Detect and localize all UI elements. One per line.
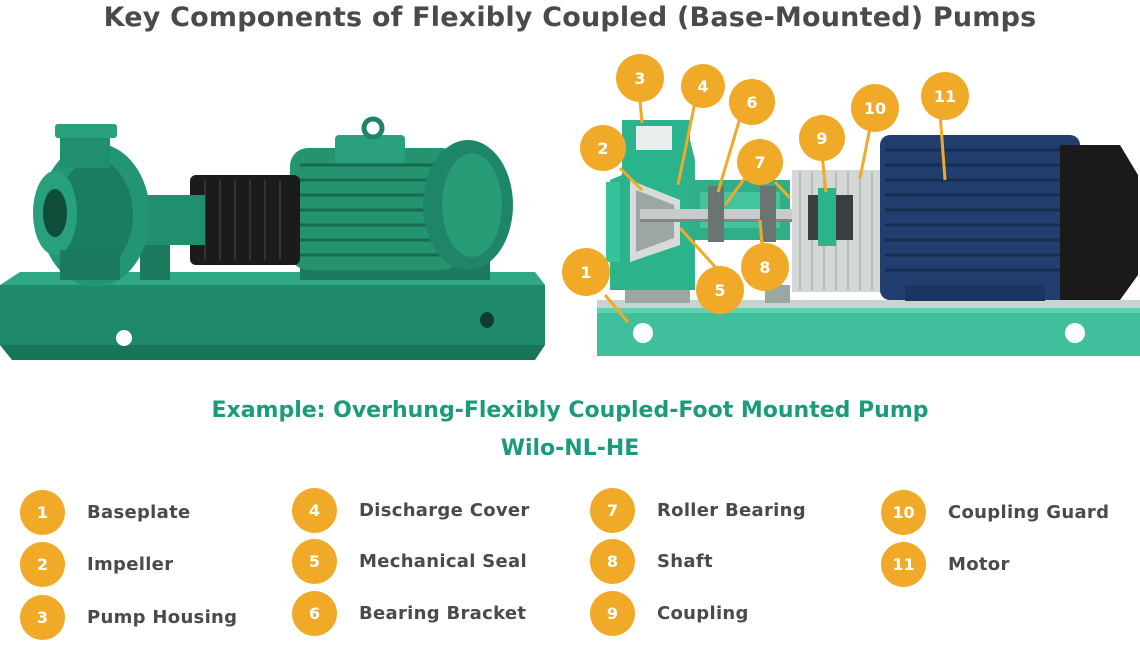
pump-cutaway-illustration — [597, 99, 1140, 356]
pump-illustrations: 3 4 6 2 7 9 10 11 1 5 8 — [0, 54, 1140, 360]
callout-9: 9 — [799, 115, 845, 161]
callout-label: 6 — [746, 93, 757, 112]
legend-number-badge: 3 — [20, 595, 65, 640]
legend-number-badge: 9 — [590, 591, 635, 636]
legend-number-badge: 11 — [881, 542, 926, 587]
callout-label: 8 — [759, 258, 770, 277]
legend-number-badge: 10 — [881, 490, 926, 535]
legend-number-badge: 1 — [20, 490, 65, 535]
callout-10: 10 — [851, 84, 899, 132]
legend-label: Mechanical Seal — [359, 551, 527, 572]
legend-item-coupling-guard: 10 Coupling Guard — [881, 490, 1109, 535]
legend-label: Discharge Cover — [359, 500, 530, 521]
pump-3d-illustration — [0, 116, 545, 360]
callout-7: 7 — [737, 139, 783, 185]
callout-4: 4 — [681, 64, 725, 108]
callout-2: 2 — [580, 125, 626, 171]
legend-number-badge: 8 — [590, 539, 635, 584]
callout-label: 3 — [634, 69, 645, 88]
callout-label: 11 — [934, 87, 956, 106]
callout-8: 8 — [741, 243, 789, 291]
legend-item-discharge-cover: 4 Discharge Cover — [292, 488, 530, 533]
legend-label: Roller Bearing — [657, 500, 806, 521]
legend-number-badge: 5 — [292, 539, 337, 584]
model-name: Wilo-NL-HE — [500, 436, 640, 461]
callout-6: 6 — [729, 79, 775, 125]
legend-label: Pump Housing — [87, 607, 238, 628]
legend-item-roller-bearing: 7 Roller Bearing — [590, 488, 806, 533]
callout-label: 5 — [714, 281, 725, 300]
legend-item-mechanical-seal: 5 Mechanical Seal — [292, 539, 527, 584]
callout-1: 1 — [562, 248, 610, 296]
legend-item-bearing-bracket: 6 Bearing Bracket — [292, 591, 526, 636]
callout-11: 11 — [921, 72, 969, 120]
legend-item-motor: 11 Motor — [881, 542, 1010, 587]
legend-number-badge: 6 — [292, 591, 337, 636]
legend-label: Impeller — [87, 554, 174, 575]
example-subtitle: Example: Overhung-Flexibly Coupled-Foot … — [211, 398, 929, 423]
legend-item-baseplate: 1 Baseplate — [20, 490, 191, 535]
legend-label: Coupling — [657, 603, 749, 624]
legend-item-impeller: 2 Impeller — [20, 542, 173, 587]
callout-label: 2 — [597, 139, 608, 158]
legend-item-pump-housing: 3 Pump Housing — [20, 595, 237, 640]
callout-label: 4 — [697, 77, 708, 96]
legend-label: Baseplate — [87, 502, 191, 523]
callout-label: 1 — [580, 263, 591, 282]
callout-label: 7 — [754, 153, 765, 172]
callout-label: 9 — [816, 129, 827, 148]
legend-number-badge: 7 — [590, 488, 635, 533]
legend-number-badge: 4 — [292, 488, 337, 533]
legend-number-badge: 2 — [20, 542, 65, 587]
page-title: Key Components of Flexibly Coupled (Base… — [103, 2, 1037, 33]
callout-5: 5 — [696, 266, 744, 314]
legend-label: Coupling Guard — [948, 502, 1110, 523]
callout-3: 3 — [616, 54, 664, 102]
legend-label: Motor — [948, 554, 1010, 575]
legend-item-shaft: 8 Shaft — [590, 539, 713, 584]
legend-label: Shaft — [657, 551, 713, 572]
callout-label: 10 — [864, 99, 886, 118]
legend-item-coupling: 9 Coupling — [590, 591, 749, 636]
legend-label: Bearing Bracket — [359, 603, 527, 624]
